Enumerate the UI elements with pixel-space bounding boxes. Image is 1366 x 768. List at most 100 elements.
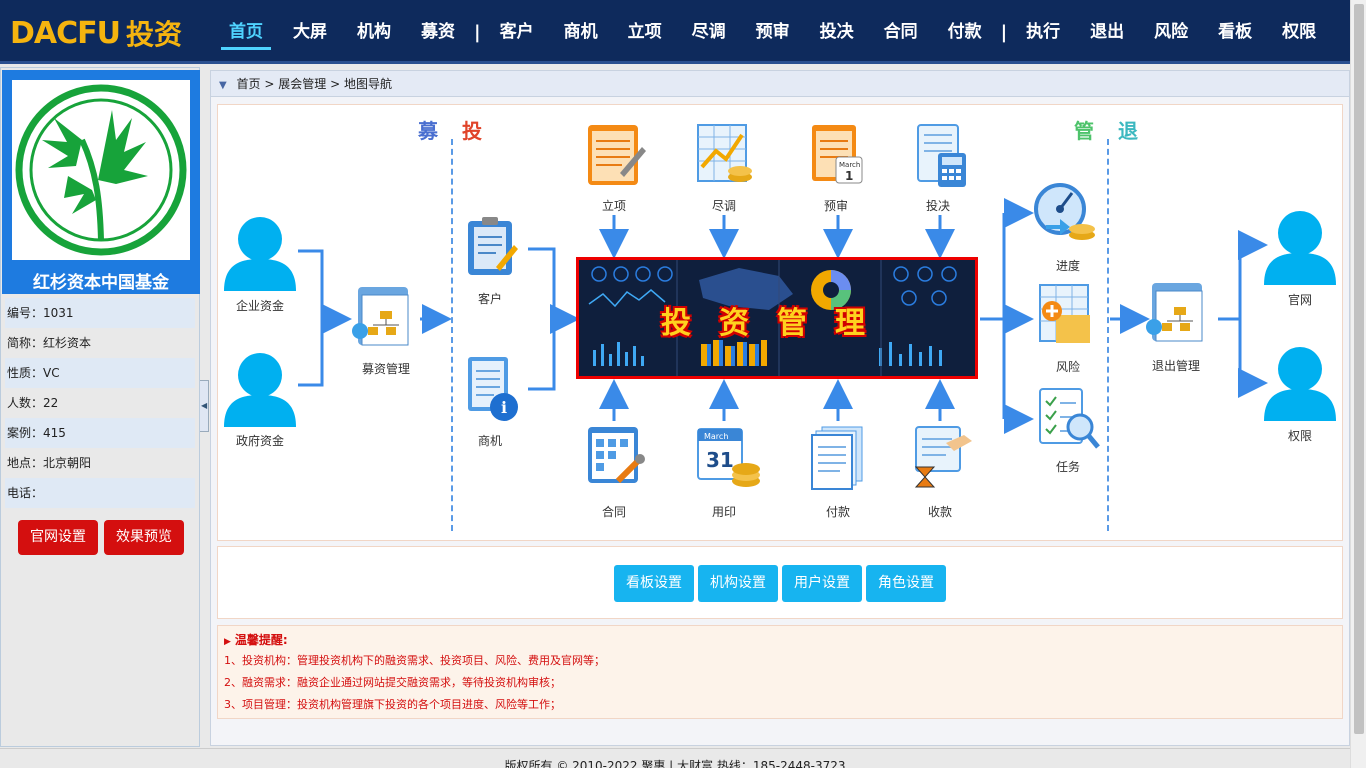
nav-permission[interactable]: 权限	[1282, 22, 1317, 42]
nav-fundraising[interactable]: 募资	[421, 22, 455, 42]
logo-suffix: 投资	[126, 18, 183, 51]
step-project[interactable]: 立项	[601, 199, 626, 213]
org-settings-button[interactable]: 机构设置	[698, 565, 778, 602]
org-logo	[12, 80, 190, 260]
nav-due-diligence[interactable]: 尽调	[691, 22, 726, 42]
nav-home[interactable]: 首页	[214, 0, 278, 64]
documents-icon[interactable]	[810, 425, 866, 494]
phase-divider	[451, 139, 453, 531]
investment-management-hub[interactable]: 投资管理	[576, 257, 978, 379]
chevron-left-icon: ◀	[201, 401, 208, 410]
nav-payment[interactable]: 付款	[947, 22, 982, 42]
manage-task[interactable]: 任务	[1055, 460, 1080, 474]
nav-separator: |	[474, 21, 481, 43]
network-folder-icon[interactable]	[1146, 281, 1208, 350]
info-label: 案例：	[7, 426, 44, 440]
nav-exit[interactable]: 退出	[1090, 22, 1125, 42]
nav-opportunity[interactable]: 商机	[563, 22, 598, 42]
flow-map-panel: 募 投 管 退 企业资金 政府资金 募资管理 客户 i 商机	[217, 104, 1343, 541]
manage-progress[interactable]: 进度	[1055, 259, 1080, 273]
raise-management[interactable]: 募资管理	[361, 362, 410, 376]
nav-risk[interactable]: 风险	[1154, 22, 1189, 42]
spreadsheet-chart-icon[interactable]	[696, 123, 754, 192]
scroll-thumb[interactable]	[1354, 4, 1364, 734]
hourglass-hand-icon[interactable]	[912, 425, 974, 494]
step-contract[interactable]: 合同	[601, 505, 626, 519]
phase-invest: 投	[462, 119, 482, 143]
target-permission[interactable]: 权限	[1287, 429, 1312, 443]
step-decision[interactable]: 投决	[925, 199, 950, 213]
breadcrumb-home[interactable]: 首页	[236, 77, 261, 91]
info-label: 简称：	[7, 336, 44, 350]
preview-button[interactable]: 效果预览	[104, 520, 184, 555]
dashboard-settings-button[interactable]: 看板设置	[614, 565, 694, 602]
info-label: 电话：	[7, 486, 44, 500]
step-due-diligence[interactable]: 尽调	[711, 199, 736, 213]
network-folder-icon[interactable]	[352, 285, 414, 354]
tip-item: 3、项目管理：投资机构管理旗下投资的各个项目进度、风险等工作；	[224, 698, 561, 711]
nav-org[interactable]: 机构	[357, 22, 391, 42]
site-settings-button[interactable]: 官网设置	[18, 520, 98, 555]
notes-icon[interactable]	[586, 123, 648, 192]
main-content: ▼ 首页 > 展会管理 > 地图导航	[210, 70, 1350, 746]
sidebar-collapse-toggle[interactable]: ◀	[200, 380, 209, 432]
info-label: 人数：	[7, 396, 44, 410]
source-enterprise[interactable]: 企业资金	[235, 299, 284, 313]
breadcrumb-level1[interactable]: 展会管理	[278, 77, 327, 91]
main-nav: 首页 大屏 机构 募资 | 客户 商机 立项 尽调 预审 投决 合同 付款 | …	[214, 0, 1331, 64]
invest-customer[interactable]: 客户	[477, 292, 502, 306]
invest-opportunity[interactable]: 商机	[477, 434, 502, 448]
document-plus-icon[interactable]	[1038, 283, 1100, 352]
info-row-headcount: 人数：22	[5, 388, 195, 418]
info-value: VC	[43, 366, 60, 380]
manage-risk[interactable]: 风险	[1055, 360, 1080, 374]
tip-item: 1、投资机构：管理投资机构下的融资需求、投资项目、风险、费用及官网等；	[224, 654, 605, 667]
info-label: 编号：	[7, 306, 44, 320]
caret-down-icon: ▼	[219, 80, 227, 91]
info-row-cases: 案例：415	[5, 418, 195, 448]
step-receipt[interactable]: 收款	[927, 505, 952, 519]
svg-text:March: March	[704, 432, 728, 441]
logo-text: DACFU	[10, 15, 121, 51]
role-settings-button[interactable]: 角色设置	[866, 565, 946, 602]
org-name: 红杉资本中国基金	[33, 273, 169, 293]
breadcrumb-sep: >	[264, 77, 275, 91]
nav-execution[interactable]: 执行	[1026, 22, 1061, 42]
info-value: 1031	[43, 306, 74, 320]
phase-manage: 管	[1074, 119, 1094, 143]
info-value: 415	[43, 426, 66, 440]
nav-dashboard[interactable]: 看板	[1218, 22, 1253, 42]
user-settings-button[interactable]: 用户设置	[782, 565, 862, 602]
step-pre-review[interactable]: 预审	[823, 199, 848, 213]
triangle-right-icon: ▶	[224, 637, 231, 647]
nav-decision[interactable]: 投决	[819, 22, 854, 42]
vertical-scrollbar[interactable]	[1350, 0, 1366, 768]
sidebar-actions: 官网设置 效果预览	[18, 520, 184, 555]
dashboard-preview	[579, 260, 975, 376]
target-website[interactable]: 官网	[1287, 293, 1312, 307]
nav-bigscreen[interactable]: 大屏	[293, 22, 327, 42]
clipboard-icon[interactable]	[466, 215, 518, 280]
brand-logo[interactable]: DACFU 投资	[10, 14, 182, 52]
info-document-icon[interactable]: i	[466, 355, 518, 426]
checklist-search-icon[interactable]	[1038, 387, 1100, 456]
nav-contract[interactable]: 合同	[883, 22, 918, 42]
step-payment[interactable]: 付款	[825, 505, 850, 519]
tip-item: 2、融资需求：融资企业通过网站提交融资需求，等待投资机构审核；	[224, 676, 561, 689]
info-value: 北京朝阳	[43, 456, 92, 470]
nav-project[interactable]: 立项	[627, 22, 662, 42]
info-value: 红杉资本	[43, 336, 92, 350]
breadcrumb-level2: 地图导航	[344, 77, 393, 91]
gauge-coins-icon[interactable]	[1032, 181, 1098, 246]
org-info-list: 编号：1031 简称：红杉资本 性质：VC 人数：22 案例：415 地点：北京…	[5, 298, 195, 508]
phase-raise: 募	[418, 119, 438, 143]
step-seal[interactable]: 用印	[711, 505, 736, 519]
settings-app-icon[interactable]	[586, 425, 646, 494]
exit-management[interactable]: 退出管理	[1151, 359, 1200, 373]
nav-customer[interactable]: 客户	[499, 22, 534, 42]
nav-pre-review[interactable]: 预审	[755, 22, 790, 42]
calculator-icon[interactable]	[916, 123, 970, 192]
source-government[interactable]: 政府资金	[235, 434, 284, 448]
